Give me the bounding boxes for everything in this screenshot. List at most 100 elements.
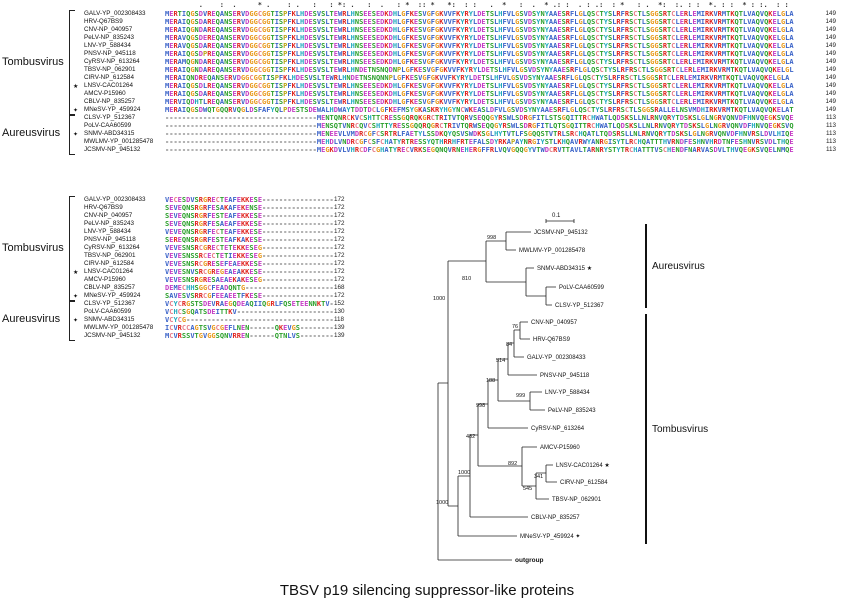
end-position: 139 [334,324,345,331]
sequence-name: MWLMV-YP_001285478 [84,324,154,331]
sequence: VECESDVSRGRECTEAFEKKESE----------------- [165,196,334,204]
end-position: 172 [334,228,345,235]
tree-tip-label: LNSV-CAC01264 ★ [556,462,610,469]
tree-tip-label: HRV-Q67BS9 [533,337,571,343]
sequence: VEVESNSSRCECTETIEKKESEG----------------- [165,252,334,260]
end-position: 172 [334,260,345,267]
end-position: 113 [825,122,836,129]
sequence: SEVEQNSRGRFESTEAFEKKESE----------------- [165,212,334,220]
consensus-line: . : . * . : . : : *: . : . : * :: * *: :… [165,1,789,9]
sequence-name: AMCV-P15960 [84,90,126,97]
alignment-row: MWLMV-YP_001285478 ICVRCCAGTSVGCGEFLNEN--… [0,324,854,332]
group-bracket-aureusvirus-block1 [69,115,75,155]
phylogenetic-tree: 0.1 Aureusvirus Tombusvirus JCSMV-NP_945… [433,213,708,564]
sequence-name: PoLV-CAA60599 [84,122,132,129]
outgroup-label: outgroup [515,557,544,564]
sequence-name: LNV-YP_588434 [84,42,131,49]
group-label-aureusvirus-block1: Aureusvirus [2,127,61,139]
row-marker: ✦ [73,317,79,324]
end-position: 172 [334,276,345,283]
sequence-name: SNMV-ABD34315 [84,130,135,137]
end-position: 172 [334,204,345,211]
clade-label-tombusvirus: Tombusvirus [652,424,708,435]
tree-tip-label: CLSV-YP_512367 [555,303,604,309]
sequence-name: TBSV-NP_062901 [84,252,136,259]
end-position: 149 [825,26,836,33]
row-marker: ✦ [73,107,79,114]
sequence-name: CyRSV-NP_613264 [84,58,140,65]
end-position: 172 [334,212,345,219]
sequence: ------------------------------------MENE… [165,130,794,138]
bootstrap-value: 999 [516,393,525,399]
end-position: 149 [825,58,836,65]
tree-tip-label: CNV-NP_040957 [531,320,578,326]
sequence-name: CIRV-NP_612584 [84,74,134,81]
sequence: MERTIQGSDVREQANSERVDGGCGGTISPFKLHDESVSLT… [165,10,794,18]
sequence: ICVRCCAGTSVGCGEFLNEN------QKEVGS-------- [165,324,334,332]
tree-tip-label: JCSMV-NP_945132 [534,230,588,236]
end-position: 149 [825,10,836,17]
sequence-name: GALV-YP_002308433 [84,10,146,17]
sequence: VEVESNVSRCGREGEAEAKKESE----------------- [165,268,334,276]
end-position: 172 [334,292,345,299]
sequence-name: PoLV-CAA60599 [84,308,132,315]
scale-bar-label: 0.1 [552,213,561,219]
end-position: 113 [825,114,836,121]
tree-tip-label: PeLV-NP_835243 [548,408,596,414]
sequence: ------------------------------------MEGK… [165,146,794,154]
tree-tip-label: MWLMV-YP_001285478 [519,248,586,254]
sequence: ------------------------------------MEHD… [165,138,794,146]
bootstrap-value: 998 [487,235,496,241]
group-bracket-tombusvirus-block2 [69,196,75,301]
tree-tip-label: MNeSV-YP_459924 ✦ [520,533,580,540]
clade-label-aureusvirus: Aureusvirus [652,261,705,272]
sequence-name: CIRV-NP_612584 [84,260,134,267]
bootstrap-value: 514 [496,358,505,364]
sequence: MERAVQGSDEREQANSERVDGGCGGTISPFKLHDESVSLT… [165,34,794,42]
bootstrap-value: 482 [466,434,475,440]
sequence: MERAIQGNDAREQANSERVDGGCGGTISPFKLHDESVSLT… [165,26,794,34]
bootstrap-value: 545 [523,486,532,492]
end-position: 149 [825,66,836,73]
row-marker: ★ [73,83,79,90]
end-position: 172 [334,236,345,243]
sequence: ------------------------------------MENT… [165,114,794,122]
alignment-row: TBSV-NP_062901 VEVESNSSRCECTETIEKKESEG---… [0,252,854,260]
tree-tip-label: PoLV-CAA60599 [559,285,605,291]
sequence: SEREQNSRGRFESTEAFKAKESE----------------- [165,236,334,244]
sequence-name: MNeSV-YP_459924 [84,292,141,299]
sequence-name: CyRSV-NP_613264 [84,244,140,251]
sequence-name: CBLV-NP_835257 [84,284,135,291]
sequence: MERAIQGSDLREQANSERVDGGCGGTISPFKLHDESVSLT… [165,82,794,90]
sequence: MERAIQGNDAREQANSERVDGGCGGTISPFKLHDESVSLT… [165,66,794,74]
end-position: 172 [334,268,345,275]
end-position: 152 [334,300,345,307]
end-position: 113 [825,146,836,153]
sequence-name: LNSV-CAC01264 [84,268,134,275]
sequence-name: HRV-Q67BS9 [84,18,123,25]
end-position: 149 [825,98,836,105]
sequence: VEVEQNSRGRFECTEAFEKKESE----------------- [165,228,334,236]
sequence: MERAIQGSDWQTGQQRVQGLDSFAFYQLPDESTSDEWALH… [165,106,794,114]
sequence: VEVESNSRCGRESEFEAEKKESE----------------- [165,260,334,268]
sequence-name: TBSV-NP_062901 [84,66,136,73]
tree-tip-label: TBSV-NP_062901 [552,497,602,503]
sequence: ------------------------------------MENS… [165,122,794,130]
alignment-row: JCSMV-NP_945132-------------------------… [0,146,854,154]
row-marker: ✦ [73,131,79,138]
sequence: VEVESNSRCGRECTETEKKESEG----------------- [165,244,334,252]
sequence-name: MNeSV-YP_459924 [84,106,141,113]
